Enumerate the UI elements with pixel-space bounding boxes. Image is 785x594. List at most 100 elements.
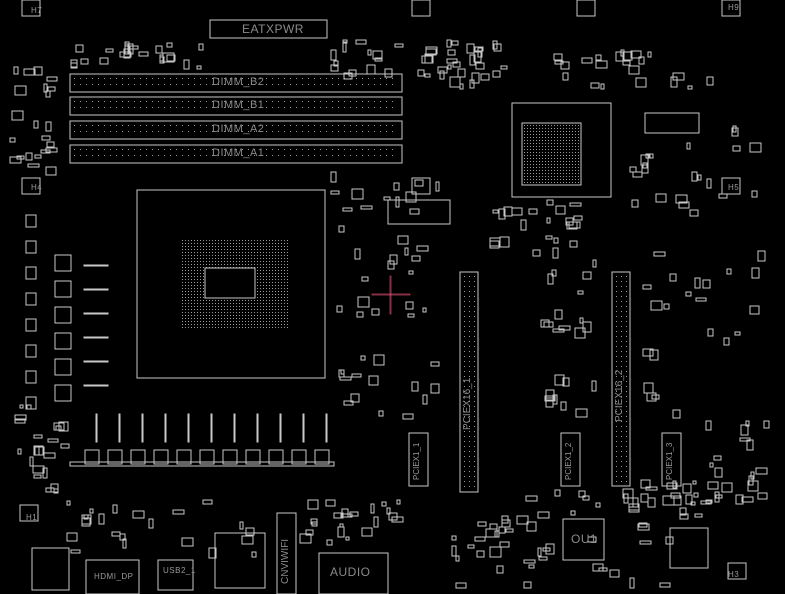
vrm-mosfet <box>54 358 72 376</box>
smd-component <box>554 309 563 320</box>
smd-component <box>105 48 114 53</box>
smd-component <box>691 171 698 182</box>
smd-component <box>500 65 508 70</box>
smd-component <box>417 69 425 77</box>
pch-die <box>521 122 582 186</box>
smd-component <box>552 247 559 259</box>
pciex1-3-label: PCIEX1_3 <box>665 442 674 480</box>
smd-component <box>545 397 554 408</box>
smd-component <box>370 503 375 514</box>
smd-component <box>198 43 204 51</box>
smd-component <box>552 328 565 333</box>
smd-component <box>381 501 387 507</box>
smd-component <box>653 251 666 257</box>
io-connector <box>31 547 70 591</box>
smd-component <box>545 543 555 555</box>
smd-component <box>41 135 51 141</box>
smd-component <box>748 475 754 486</box>
hole-h7-label: H7 <box>31 6 43 15</box>
smd-component <box>551 269 557 277</box>
smd-component <box>14 414 27 421</box>
smd-component <box>388 512 398 521</box>
smd-component <box>707 481 719 490</box>
smd-component <box>546 199 554 206</box>
vrm-trace <box>83 384 109 387</box>
smd-component <box>547 273 554 285</box>
smd-component <box>339 376 352 381</box>
dimm-slot <box>69 73 403 93</box>
smd-component <box>148 518 154 529</box>
smd-component <box>755 467 768 475</box>
smd-component <box>333 60 339 67</box>
smd-component <box>405 191 417 203</box>
smd-component <box>523 559 536 564</box>
smd-component <box>395 196 400 208</box>
mounting-hole <box>411 177 431 195</box>
smd-component <box>451 545 457 557</box>
smd-component <box>416 245 429 252</box>
smd-component <box>245 527 255 536</box>
smd-component <box>439 70 445 80</box>
smd-component <box>511 207 523 216</box>
smd-component <box>34 446 45 456</box>
smd-component <box>673 495 682 506</box>
smd-component <box>694 513 703 518</box>
smd-component <box>451 535 457 541</box>
cnviwifi-label: CNVIWIFI <box>280 539 291 584</box>
smd-component <box>343 400 354 406</box>
smd-component <box>58 421 69 432</box>
smd-component <box>595 502 601 508</box>
smd-component <box>475 62 485 70</box>
smd-component <box>687 85 693 90</box>
smd-component <box>14 418 26 424</box>
smd-component <box>675 194 688 204</box>
smd-component <box>643 382 654 394</box>
smd-component <box>384 68 393 78</box>
hole-h1-label: H1 <box>26 513 38 522</box>
smd-component <box>707 328 714 337</box>
smd-component <box>383 196 391 201</box>
smd-component <box>455 582 467 589</box>
smd-component <box>763 420 770 429</box>
smd-component <box>525 495 538 502</box>
smd-component <box>672 480 677 489</box>
audio-jack <box>318 552 389 594</box>
smd-component <box>492 40 498 50</box>
smd-component <box>732 125 737 133</box>
smd-component <box>492 209 499 214</box>
smd-component <box>394 43 404 48</box>
smd-component <box>574 327 586 339</box>
crosshair-cursor-v <box>389 275 392 315</box>
smd-component <box>665 536 674 545</box>
smd-component <box>17 448 22 455</box>
smd-component <box>554 60 564 65</box>
smd-component <box>575 408 588 418</box>
smd-component <box>600 83 605 90</box>
cnviwifi-slot <box>276 512 297 594</box>
smd-component <box>70 62 78 69</box>
smd-component <box>638 56 645 65</box>
smd-component <box>70 549 81 554</box>
vrm-choke <box>153 449 169 465</box>
smd-component <box>568 221 581 229</box>
smd-component <box>526 521 537 532</box>
smd-component <box>411 255 421 262</box>
smd-component <box>632 497 639 508</box>
smd-component <box>9 137 16 143</box>
smd-component <box>409 208 420 215</box>
smd-component <box>663 303 670 310</box>
smd-component <box>528 564 535 569</box>
smd-component <box>112 504 118 514</box>
smd-component <box>99 57 109 65</box>
pch-ball-grid <box>524 125 579 183</box>
smd-component <box>467 544 475 549</box>
smd-component <box>354 248 361 260</box>
smd-component <box>659 582 671 588</box>
pciex16-1-slot <box>459 271 479 493</box>
smd-component <box>360 205 373 210</box>
smd-component <box>709 462 714 468</box>
smd-component <box>746 439 754 451</box>
smd-component <box>341 508 349 518</box>
smd-component <box>620 49 625 57</box>
